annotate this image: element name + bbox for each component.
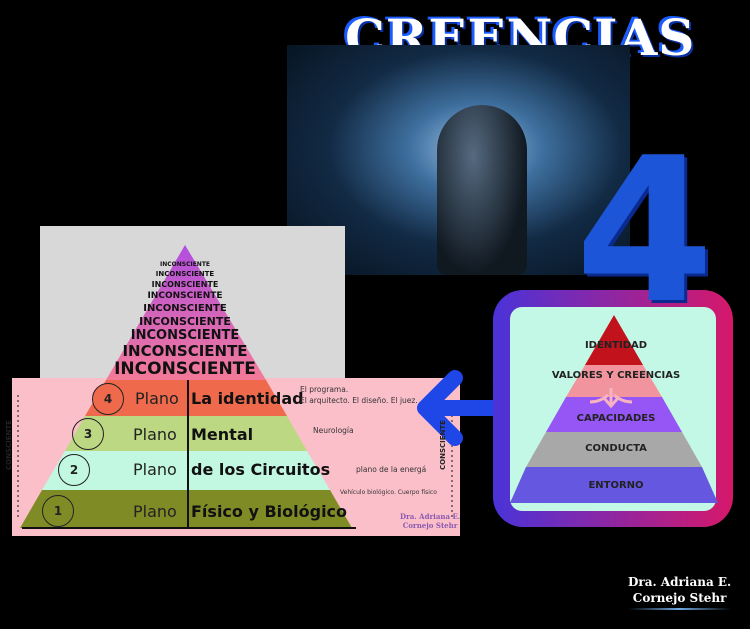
conducta-band xyxy=(526,432,702,467)
level-3-name: Mental xyxy=(191,425,254,444)
level-3-plano: Plano xyxy=(133,425,177,444)
level-4-band xyxy=(85,380,287,416)
level-entorno: ENTORNO xyxy=(588,480,644,491)
level-1-number: 1 xyxy=(42,495,74,527)
level-capacidades: CAPACIDADES xyxy=(576,413,656,424)
level-2-band xyxy=(42,451,330,490)
unconscious-zone xyxy=(106,245,266,380)
level-2-plano: Plano xyxy=(133,460,177,479)
level-4-number: 4 xyxy=(92,383,124,415)
split-arrows-icon xyxy=(589,388,633,409)
level-1-note: Vehículo biológico. Cuerpo físico xyxy=(340,489,437,496)
level-3-band xyxy=(65,416,307,451)
level-4-plano: Plano xyxy=(135,389,179,408)
level-2-number: 2 xyxy=(58,454,90,486)
capacidades-band xyxy=(546,397,682,432)
level-4-note: El programa.El arquitecto. El diseño. El… xyxy=(300,385,418,405)
big-number-four: 4 xyxy=(575,115,715,348)
valores-band xyxy=(566,365,662,397)
identidad-band xyxy=(585,315,643,365)
level-4-name: La identidad xyxy=(191,389,304,408)
panel-signature: Dra. Adriana E.Cornejo Stehr xyxy=(400,512,461,530)
entorno-band xyxy=(510,467,718,503)
level-conducta: CONDUCTA xyxy=(585,443,647,454)
footer-signature: Dra. Adriana E.Cornejo Stehr xyxy=(628,574,732,610)
level-3-note: Neurología xyxy=(313,426,354,435)
level-2-name: de los Circuitos xyxy=(191,460,331,479)
level-1-band xyxy=(20,490,352,528)
level-1-name: Físico y Biológico xyxy=(191,502,348,521)
level-identidad: IDENTIDAD xyxy=(584,340,648,351)
level-2-note: plano de la energá xyxy=(356,465,427,474)
level-1-plano: Plano xyxy=(133,502,177,521)
level-3-number: 3 xyxy=(72,418,104,450)
blue-arrow-icon xyxy=(417,370,508,446)
level-valores-creencias: VALORES Y CREENCIAS xyxy=(551,370,681,381)
